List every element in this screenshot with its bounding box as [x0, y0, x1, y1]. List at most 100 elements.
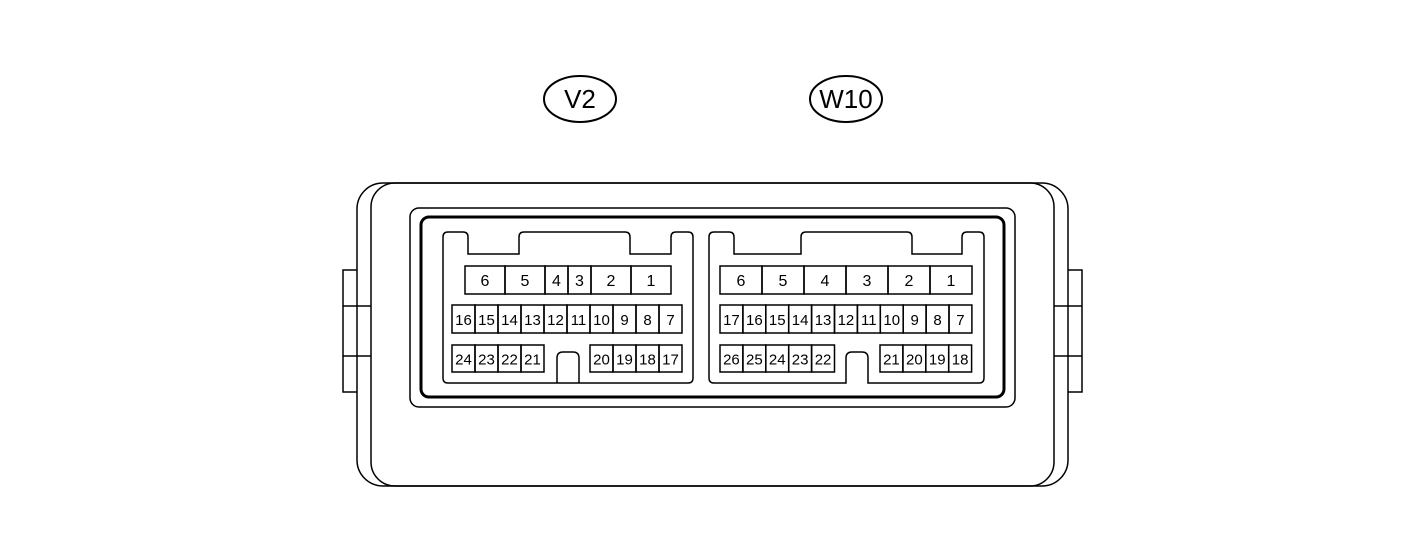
pin-cell: 13 [810, 304, 836, 334]
pin-cell: 7 [658, 304, 683, 334]
pin-number: 16 [746, 312, 763, 329]
pin-number: 26 [723, 352, 740, 369]
pin-number: 19 [929, 352, 946, 369]
pin-number: 12 [838, 312, 855, 329]
pin-cell: 17 [658, 344, 683, 373]
pin-cell: 14 [497, 304, 522, 334]
pin-cell: 15 [474, 304, 499, 334]
pin-number: 3 [863, 273, 872, 290]
pin-cell: 6 [464, 265, 506, 295]
right-cavity-outline [708, 231, 985, 384]
pin-cell: 6 [719, 265, 763, 295]
pin-number: 8 [643, 312, 651, 329]
pin-number: 8 [933, 312, 941, 329]
pin-cell: 17 [719, 304, 744, 334]
pin-number: 22 [815, 352, 832, 369]
pin-number: 1 [947, 273, 956, 290]
pin-cell: 2 [590, 265, 632, 295]
pin-number: 20 [906, 352, 923, 369]
pin-number: 14 [501, 312, 518, 329]
pin-number: 11 [571, 312, 587, 329]
pin-number: 13 [524, 312, 541, 329]
pin-number: 22 [501, 352, 518, 369]
pin-cell: 26 [719, 344, 744, 373]
pin-cell: 9 [902, 304, 927, 334]
pin-number: 9 [620, 312, 628, 329]
pin-cell: 24 [765, 344, 790, 373]
pin-number: 14 [792, 312, 809, 329]
label-v2-text: V2 [564, 84, 596, 114]
left-cavity-outline [442, 231, 694, 384]
pin-cell: 4 [544, 265, 569, 295]
label-w10-text: W10 [819, 84, 872, 114]
pin-number: 2 [607, 273, 616, 290]
pin-cell: 4 [803, 265, 847, 295]
pin-number: 21 [883, 352, 900, 369]
pin-number: 5 [521, 273, 530, 290]
connector-housing [342, 182, 1083, 487]
pin-number: 24 [769, 352, 786, 369]
pin-number: 24 [455, 352, 472, 369]
pin-cell: 19 [925, 344, 950, 373]
pin-cell: 22 [810, 344, 836, 373]
pin-number: 16 [455, 312, 472, 329]
pin-number: 19 [616, 352, 633, 369]
pin-cell: 13 [520, 304, 545, 334]
pin-number: 23 [792, 352, 809, 369]
pin-number: 10 [593, 312, 610, 329]
pin-number: 20 [593, 352, 610, 369]
pin-cell: 3 [567, 265, 592, 295]
pin-number: 7 [956, 312, 964, 329]
pin-cell: 2 [887, 265, 931, 295]
pin-cell: 18 [635, 344, 660, 373]
pin-cell: 11 [566, 304, 591, 334]
pin-cell: 12 [833, 304, 859, 334]
pin-number: 2 [905, 273, 914, 290]
pin-cell: 10 [879, 304, 904, 334]
pin-number: 6 [481, 273, 490, 290]
pin-cell: 18 [947, 344, 973, 373]
pin-cell: 15 [765, 304, 790, 334]
pin-number: 23 [478, 352, 495, 369]
pin-cell: 7 [948, 304, 973, 334]
pin-number: 17 [723, 312, 740, 329]
pin-cell: 23 [787, 344, 813, 373]
pin-cell: 14 [787, 304, 813, 334]
pin-cell: 10 [589, 304, 614, 334]
pin-cell: 21 [879, 344, 904, 373]
pin-number: 15 [769, 312, 786, 329]
pin-cell: 8 [925, 304, 950, 334]
pin-cell: 5 [504, 265, 546, 295]
pin-number: 13 [815, 312, 832, 329]
pin-number: 21 [524, 352, 541, 369]
pin-number: 15 [478, 312, 495, 329]
pin-cell: 16 [451, 304, 476, 334]
pin-cell: 19 [612, 344, 637, 373]
pin-cell: 9 [612, 304, 637, 334]
pin-number: 6 [737, 273, 746, 290]
pin-number: 7 [666, 312, 674, 329]
pin-number: 1 [647, 273, 656, 290]
pin-cell: 20 [589, 344, 614, 373]
pin-number: 18 [639, 352, 656, 369]
pin-number: 25 [746, 352, 763, 369]
pin-cell: 1 [929, 265, 973, 295]
pin-cell: 3 [845, 265, 889, 295]
pin-cell: 20 [902, 344, 927, 373]
pin-number: 11 [861, 312, 877, 329]
pin-cell: 5 [761, 265, 805, 295]
pin-cell: 21 [520, 344, 545, 373]
pin-cell: 16 [742, 304, 767, 334]
pin-cell: 23 [474, 344, 499, 373]
pin-number: 12 [547, 312, 564, 329]
label-v2: V2 [543, 75, 617, 123]
pin-cell: 12 [543, 304, 568, 334]
pin-number: 17 [662, 352, 679, 369]
pin-number: 5 [779, 273, 788, 290]
pin-cell: 8 [635, 304, 660, 334]
pin-cell: 25 [742, 344, 767, 373]
pin-cell: 24 [451, 344, 476, 373]
pin-number: 4 [552, 273, 561, 290]
